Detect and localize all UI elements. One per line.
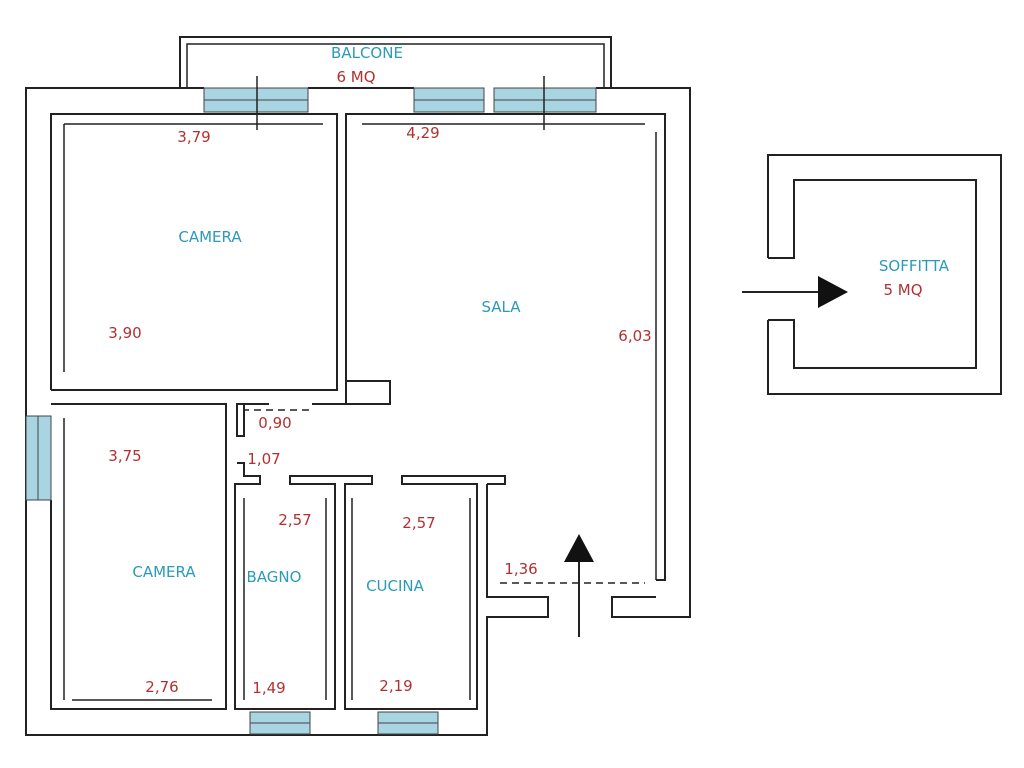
camera-bottom-depth: 3,75 xyxy=(108,447,141,465)
bagno-width: 1,49 xyxy=(252,679,285,697)
sala-label: SALA xyxy=(481,298,521,316)
camera-bottom-width: 2,76 xyxy=(145,678,178,696)
balcone-area: 6 MQ xyxy=(336,68,375,86)
cucina-width: 2,19 xyxy=(379,677,412,695)
bagno-cucina-inner xyxy=(243,498,471,700)
window xyxy=(249,711,311,735)
cucina-label: CUCINA xyxy=(366,577,425,595)
window xyxy=(203,87,309,113)
camera-bottom-walls xyxy=(50,403,227,710)
balcone-label: BALCONE xyxy=(331,44,403,62)
sala-depth: 6,03 xyxy=(618,327,651,345)
soffitta-walls xyxy=(767,154,1002,395)
arrow-up-icon xyxy=(564,534,594,637)
camera-bottom-label: CAMERA xyxy=(132,563,196,581)
corridoio-depth: 1,07 xyxy=(247,450,280,468)
soffitta-area: 5 MQ xyxy=(883,281,922,299)
corridoio-walls xyxy=(234,403,506,710)
outer-walls xyxy=(25,87,691,736)
cucina-depth: 2,57 xyxy=(402,514,435,532)
window xyxy=(413,87,485,113)
corridoio-width: 0,90 xyxy=(258,414,291,432)
sala-walls xyxy=(312,113,666,581)
camera-top-depth: 3,90 xyxy=(108,324,141,342)
window xyxy=(493,87,597,113)
bagno-label: BAGNO xyxy=(247,568,302,586)
balcone-outline xyxy=(179,36,612,88)
window xyxy=(25,415,52,501)
ingresso-width: 1,36 xyxy=(504,560,537,578)
camera-top-width: 3,79 xyxy=(177,128,210,146)
soffitta-label: SOFFITTA xyxy=(879,257,950,275)
arrow-right-icon xyxy=(742,276,848,308)
sala-width: 4,29 xyxy=(406,124,439,142)
bagno-depth: 2,57 xyxy=(278,511,311,529)
camera-top-label: CAMERA xyxy=(178,228,242,246)
window xyxy=(377,711,439,735)
camera-top-walls xyxy=(50,113,338,391)
